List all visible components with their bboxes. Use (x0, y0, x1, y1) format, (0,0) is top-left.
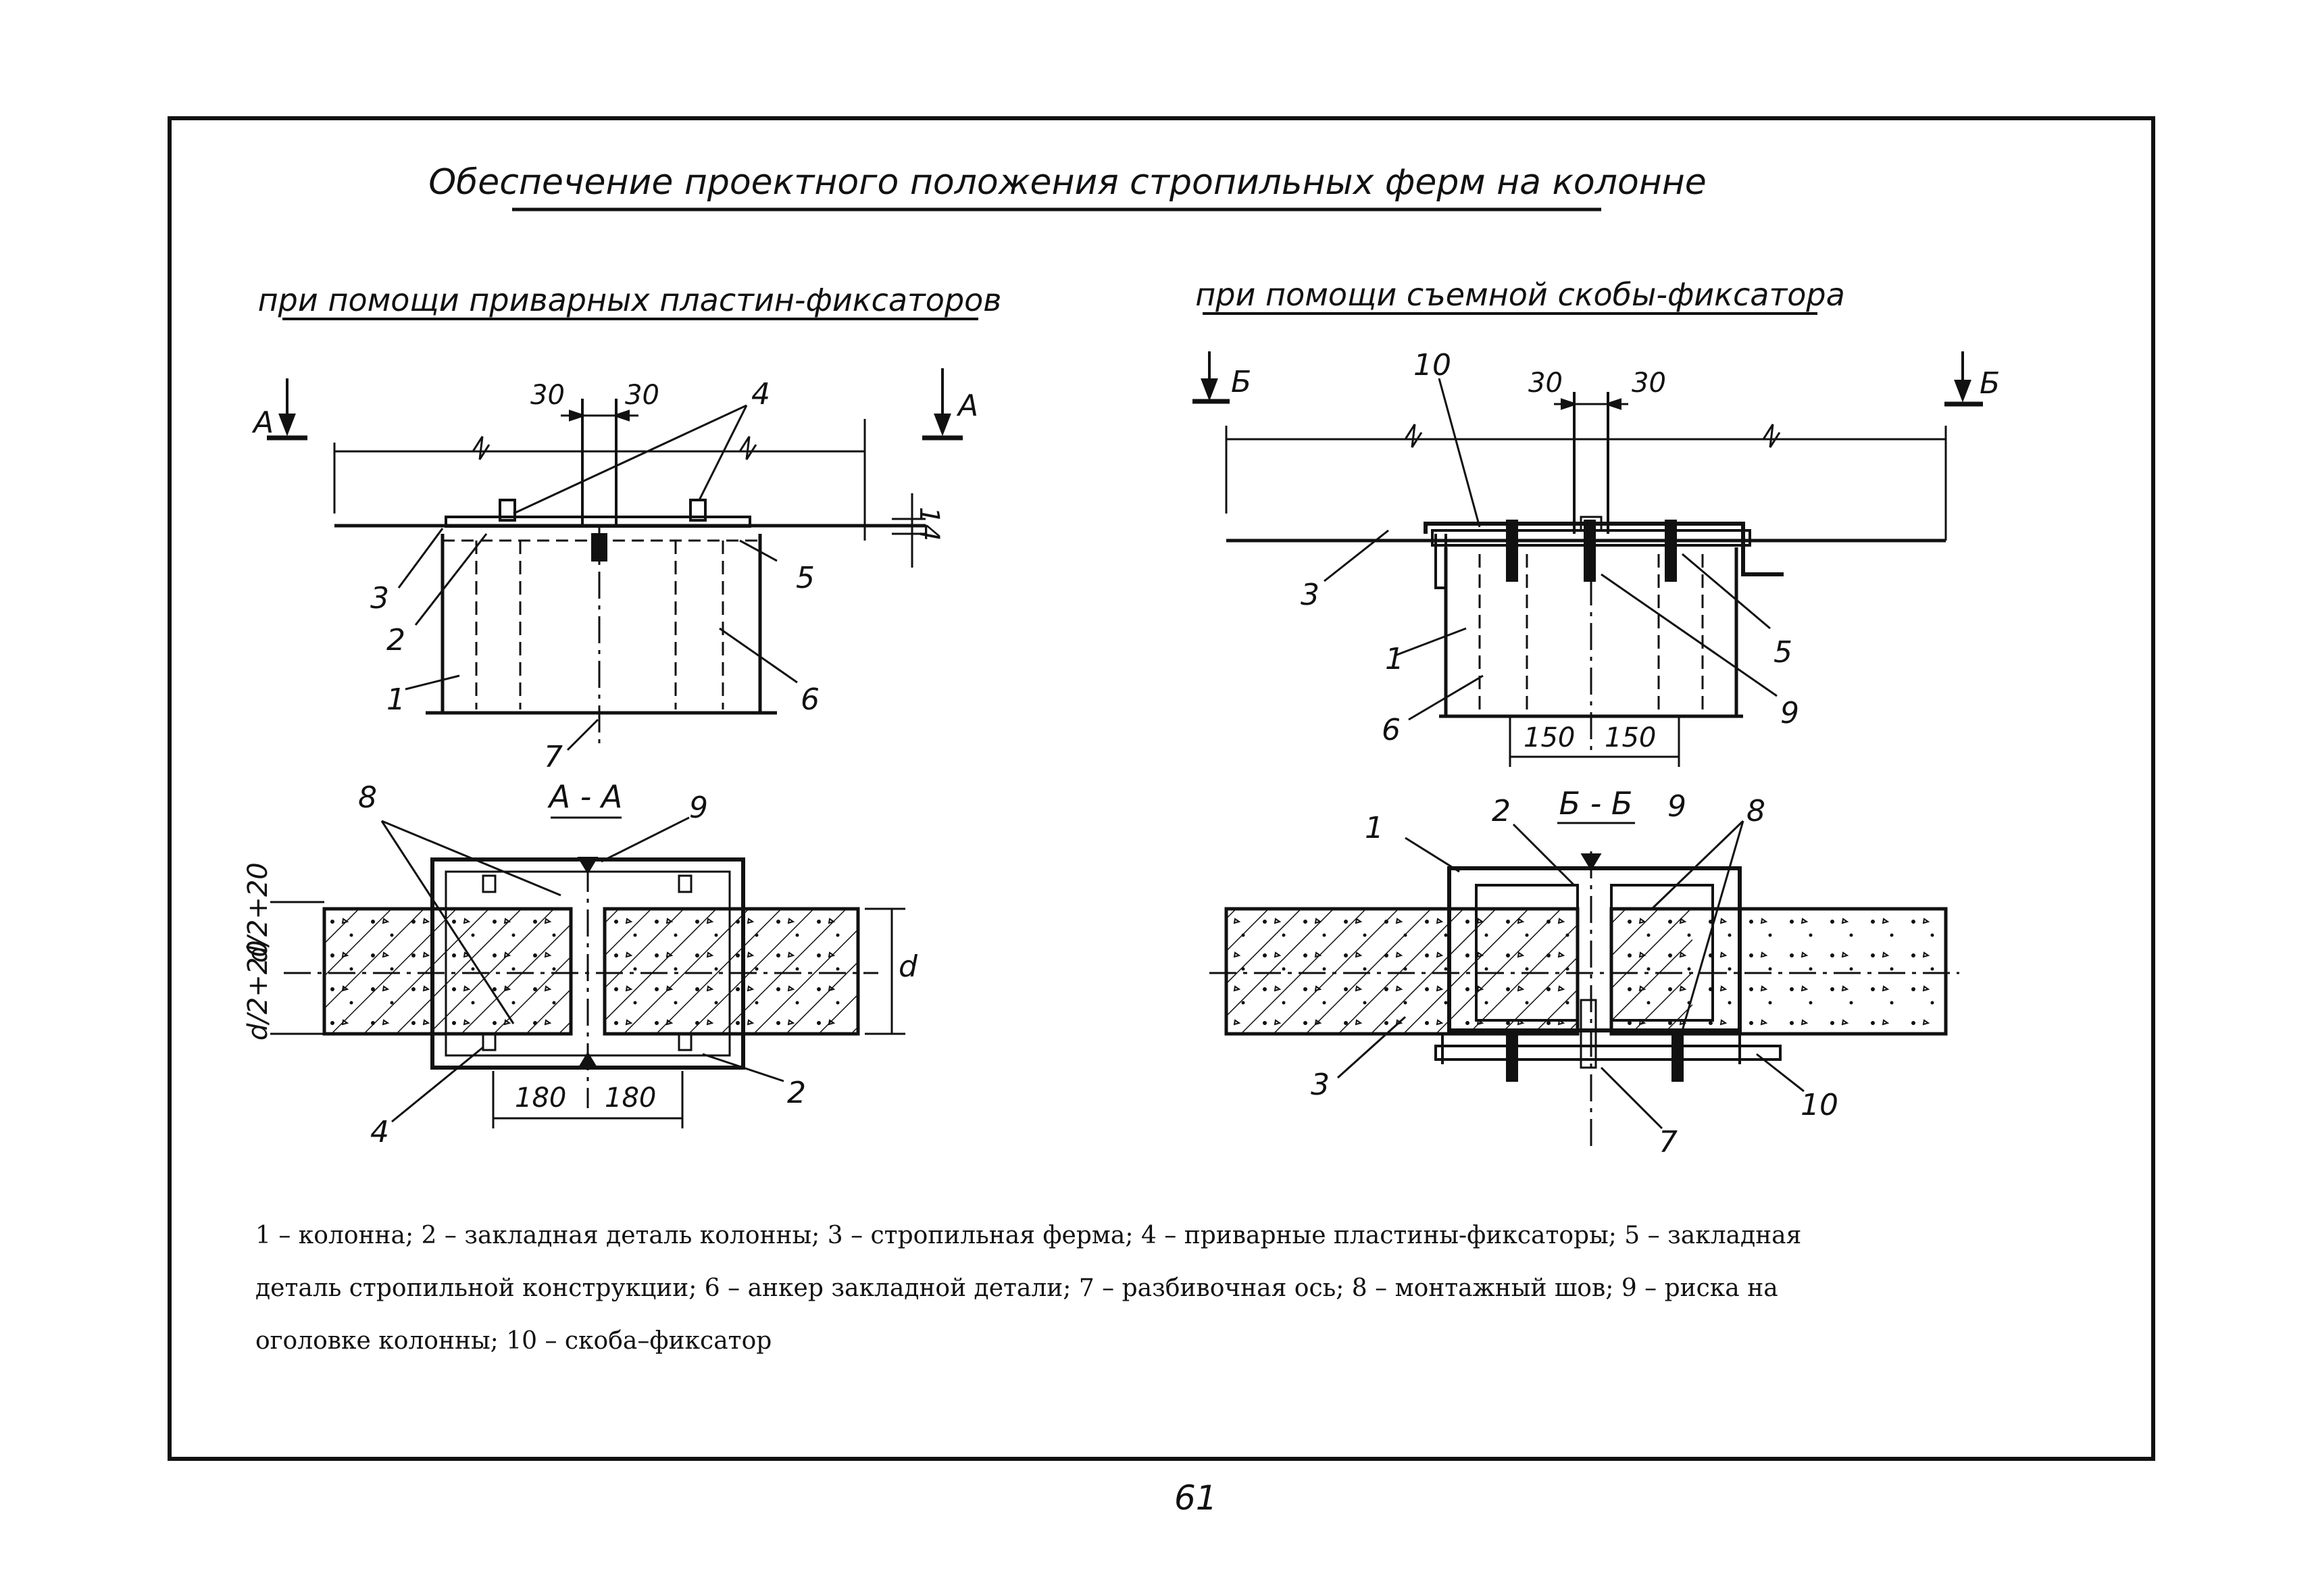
right-section-mark-b1: Б (1231, 365, 1251, 399)
right-dim-30-left: 30 (1528, 368, 1563, 399)
right-section-mark-b2: Б (1980, 366, 2000, 401)
section-b-label-7: 7 (1659, 1125, 1678, 1159)
left-subtitle: при помощи приварных пластин-фиксаторов (258, 282, 1002, 318)
section-a-dim-d: d (899, 949, 918, 984)
left-elevation (267, 368, 963, 751)
section-b-label-8: 8 (1746, 794, 1765, 828)
right-label-10: 10 (1413, 348, 1451, 382)
right-dim-150-left: 150 (1524, 722, 1575, 753)
right-label-9: 9 (1780, 696, 1799, 730)
left-section (270, 816, 905, 1128)
right-dim-30-right: 30 (1632, 368, 1666, 399)
left-label-5: 5 (796, 561, 815, 595)
section-a-dim-180-left: 180 (515, 1082, 566, 1114)
section-a-label-8: 8 (358, 780, 377, 815)
section-a-title: А - А (547, 778, 623, 815)
right-label-6: 6 (1382, 713, 1401, 747)
left-label-1: 1 (386, 682, 405, 717)
section-a-dim-lower: d/2+20 (243, 940, 274, 1041)
left-label-7: 7 (544, 740, 563, 774)
section-a-label-2: 2 (787, 1076, 806, 1110)
left-label-3: 3 (370, 581, 389, 616)
section-b-label-3: 3 (1311, 1068, 1330, 1102)
left-label-6: 6 (801, 682, 820, 717)
legend-line-1: 1 – колонна; 2 – закладная деталь колонн… (255, 1222, 1802, 1249)
left-dim-30-right: 30 (625, 380, 659, 411)
main-title: Обеспечение проектного положения стропил… (428, 162, 1707, 203)
left-section-mark-a1: А (251, 405, 274, 440)
right-label-3: 3 (1301, 578, 1319, 612)
right-elevation (1192, 351, 1983, 767)
left-section-mark-a2: А (956, 389, 978, 423)
right-dim-150-right: 150 (1605, 722, 1656, 753)
left-label-4: 4 (751, 377, 770, 412)
section-b-title: Б - Б (1559, 785, 1633, 822)
drawing-frame (168, 116, 2155, 1461)
section-a-dim-upper: d/2+20 (243, 862, 274, 963)
legend-line-2: деталь стропильной конструкции; 6 – анке… (255, 1274, 1778, 1302)
right-label-5: 5 (1774, 635, 1792, 670)
section-a-label-9: 9 (689, 791, 708, 825)
right-label-1: 1 (1385, 642, 1404, 676)
section-b-label-9: 9 (1667, 789, 1686, 824)
right-section (1209, 820, 1959, 1149)
section-b-label-2: 2 (1492, 794, 1511, 828)
page-number: 61 (1174, 1478, 1217, 1518)
left-dim-30-left: 30 (530, 380, 565, 411)
section-b-label-10: 10 (1801, 1088, 1838, 1122)
legend: 1 – колонна; 2 – закладная деталь колонн… (255, 1210, 2053, 1368)
left-label-2: 2 (386, 623, 405, 657)
left-dim-14: 14 (913, 507, 945, 541)
section-a-dim-180-right: 180 (605, 1082, 656, 1114)
section-a-label-4: 4 (370, 1115, 389, 1149)
legend-line-3: оголовке колонны; 10 – скоба–фиксатор (255, 1327, 772, 1355)
right-subtitle: при помощи съемной скобы-фиксатора (1195, 276, 1845, 313)
section-b-label-1: 1 (1365, 811, 1384, 845)
